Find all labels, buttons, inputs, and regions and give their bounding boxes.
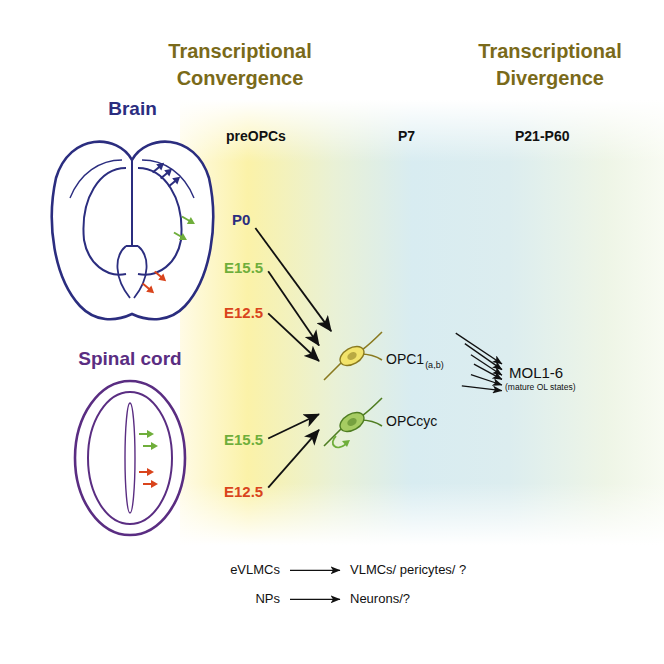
flow-arrow	[465, 344, 502, 370]
brain-outline	[40, 128, 225, 328]
lineage-label: Neurons/?	[348, 590, 412, 607]
stage-label: E12.5	[222, 303, 265, 322]
migration-arrow	[140, 280, 157, 296]
flow-arrow	[462, 386, 502, 391]
stage-label: E15.5	[222, 430, 265, 449]
migration-arrow	[150, 160, 167, 176]
cell-state: OPCcyc	[322, 396, 472, 448]
gradient-band	[180, 100, 664, 545]
spinal-cord-outer	[75, 381, 185, 535]
time-point: E15.5	[222, 430, 265, 449]
migration-arrow	[139, 468, 154, 476]
stage-label: eVLMCs	[228, 561, 282, 578]
stage-label: VLMCs/ pericytes/ ?	[348, 561, 468, 578]
state-note: (mature OL states)	[505, 382, 576, 392]
mature-state: MOL1-6(mature OL states)	[505, 364, 576, 392]
migration-arrow	[172, 229, 189, 243]
spinal-cord-region: Spinal cord	[70, 378, 190, 538]
brain-midline	[131, 160, 133, 246]
stage-label: E15.5	[222, 258, 265, 277]
cell-subscript: (a,b)	[425, 360, 444, 370]
migration-arrow	[143, 442, 158, 450]
arrow-head	[156, 160, 167, 171]
cell-label: OPC1(a,b)	[386, 350, 444, 370]
opc-cell	[322, 330, 384, 382]
arrow-head	[151, 480, 158, 488]
time-point: E12.5	[222, 303, 265, 322]
region-heading: Brain	[40, 98, 225, 120]
cell-name: OPC1	[386, 351, 424, 367]
migration-arrow	[152, 268, 169, 284]
arrow-head	[158, 274, 169, 285]
stage-label: E12.5	[222, 482, 265, 501]
arrow-head	[151, 442, 158, 450]
cell-process	[324, 332, 382, 380]
time-point: E15.5	[222, 258, 265, 277]
migration-arrow	[166, 174, 183, 190]
stage-label: P0	[230, 210, 252, 229]
stage-label: Neurons/?	[348, 590, 412, 607]
cell-nucleus	[346, 416, 358, 427]
column-header: P7	[398, 128, 415, 144]
cell-body	[337, 343, 368, 370]
flow-arrow	[268, 414, 319, 438]
section-heading: Transcriptional Convergence	[160, 38, 320, 92]
cell-nucleus	[346, 350, 358, 361]
brain-contour	[52, 142, 213, 320]
state-name: MOL1-6	[505, 364, 576, 381]
lineage-label: eVLMCs	[228, 561, 282, 578]
stage-label: NPs	[253, 590, 282, 607]
cell-process	[324, 398, 382, 446]
flow-arrow	[471, 375, 502, 385]
migration-arrow	[158, 166, 175, 182]
brain-ventricle	[117, 246, 146, 298]
section-heading: Transcriptional Divergence	[460, 38, 640, 92]
migration-arrow	[180, 213, 197, 227]
arrow-head	[172, 174, 183, 185]
arrow-head	[146, 286, 157, 297]
arrow-head	[164, 166, 175, 177]
opc-cell	[322, 396, 384, 448]
migration-arrow	[139, 430, 154, 438]
flow-arrow	[290, 570, 340, 571]
spinal-cord-outline	[70, 378, 190, 538]
column-header: preOPCs	[226, 128, 286, 144]
arrow-head	[179, 233, 189, 243]
region-heading: Spinal cord	[70, 348, 190, 370]
spinal-cord-inner	[88, 392, 172, 524]
cell-name: OPCcyc	[386, 413, 437, 429]
cell-body	[337, 409, 368, 436]
lineage-label: NPs	[253, 590, 282, 607]
flow-arrow	[290, 599, 340, 600]
flow-arrow	[268, 313, 319, 361]
central-canal	[125, 403, 135, 513]
arrow-head	[147, 468, 154, 476]
migration-arrow	[143, 480, 158, 488]
cycling-arrow-head	[342, 440, 350, 447]
cell-label: OPCcyc	[386, 412, 437, 430]
brain-region: Brain	[40, 128, 225, 328]
flow-arrow	[255, 228, 331, 331]
time-point: P0	[230, 210, 252, 229]
arrow-head	[187, 217, 197, 227]
time-point: E12.5	[222, 482, 265, 501]
brain-ventricle	[83, 168, 181, 275]
brain-cortex-line	[70, 160, 194, 198]
flow-arrow	[268, 430, 319, 488]
flow-arrow	[268, 271, 319, 345]
column-header: P21-P60	[515, 128, 569, 144]
arrow-head	[147, 430, 154, 438]
lineage-label: VLMCs/ pericytes/ ?	[348, 561, 468, 578]
cell-state: OPC1(a,b)	[322, 330, 474, 392]
